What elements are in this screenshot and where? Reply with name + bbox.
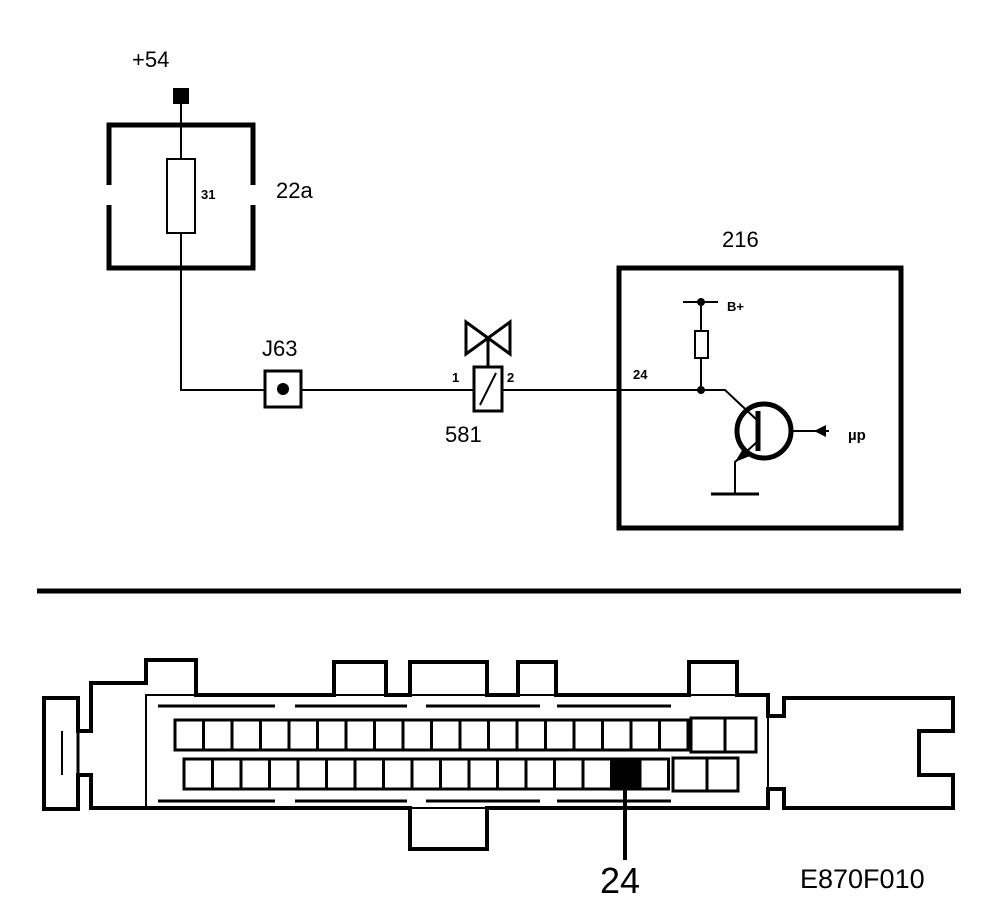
fuse-number-label: 31 <box>201 187 215 202</box>
pin-cavity <box>401 718 433 752</box>
pin-cavity <box>202 718 234 752</box>
pin-cavity <box>296 757 328 791</box>
pin-cavity <box>658 718 690 752</box>
pin-cavity <box>553 757 585 791</box>
wire-fuse-to-junction <box>180 233 265 391</box>
highlighted-pin-cavity <box>610 757 642 791</box>
fuse-symbol <box>166 158 196 234</box>
pin-cavity <box>173 718 205 752</box>
large-pin-bottom-1 <box>671 756 709 793</box>
connector-body <box>145 694 769 809</box>
junction-dot <box>277 383 289 395</box>
figure-code: E870F010 <box>800 864 925 894</box>
valve-label: 581 <box>445 422 482 447</box>
large-pin-bottom-2 <box>705 756 740 793</box>
supply-plus-label: B+ <box>727 299 744 314</box>
pin-cavity <box>638 757 670 791</box>
pin-cavity <box>458 718 490 752</box>
pin-row-top <box>173 718 690 752</box>
pin-cavity <box>467 757 499 791</box>
pin-cavity <box>211 757 243 791</box>
pin-cavity <box>230 718 262 752</box>
schematic: +54 31 22a J63 1 2 581 216 24 <box>106 47 904 531</box>
valve-symbol <box>464 319 512 367</box>
pin-cavity <box>316 718 348 752</box>
pin-cavity <box>382 757 414 791</box>
pin-cavity <box>439 757 471 791</box>
valve-pin-1-label: 1 <box>452 370 459 385</box>
valve-pin-2-label: 2 <box>507 370 514 385</box>
pin-cavity <box>239 757 271 791</box>
emitter-arrow <box>735 447 750 462</box>
pin-cavity <box>515 718 547 752</box>
pin-cavity <box>325 757 357 791</box>
transistor-collector <box>701 389 759 422</box>
pin-cavity <box>524 757 556 791</box>
microprocessor-label: µp <box>848 427 866 444</box>
pin-cavity <box>410 757 442 791</box>
left-latch <box>42 696 80 811</box>
pin-row-bottom <box>182 757 670 791</box>
supply-terminal-label: +54 <box>132 47 169 72</box>
supply-terminal-marker <box>173 88 189 104</box>
pin-cavity <box>544 718 576 752</box>
pin-cavity <box>496 757 528 791</box>
junction-label: J63 <box>262 336 297 361</box>
large-pin-top-2 <box>723 716 758 754</box>
pull-up-resistor <box>694 330 709 359</box>
pin-cavity <box>572 718 604 752</box>
ecu-pin-label: 24 <box>633 367 648 382</box>
pin-cavity <box>487 718 519 752</box>
valve-coil-slash <box>479 372 497 406</box>
pin-cavity <box>182 757 214 791</box>
ecu-label: 216 <box>722 227 759 252</box>
connector-housing <box>42 658 955 851</box>
pin-cavity <box>430 718 462 752</box>
ecu-box <box>616 265 904 531</box>
pin-cavity <box>353 757 385 791</box>
base-input-arrow <box>814 425 826 437</box>
pin-cavity <box>629 718 661 752</box>
pin-cavity <box>259 718 291 752</box>
pin-cavity <box>601 718 633 752</box>
pin-cavity <box>287 718 319 752</box>
pin-cavity <box>581 757 613 791</box>
pin-cavity <box>373 718 405 752</box>
highlighted-pin-label: 24 <box>600 860 640 901</box>
connector-face <box>42 658 955 860</box>
pin-cavity <box>344 718 376 752</box>
pin-cavity <box>268 757 300 791</box>
large-pin-top-1 <box>689 716 727 754</box>
fuse-box-label: 22a <box>276 178 313 203</box>
